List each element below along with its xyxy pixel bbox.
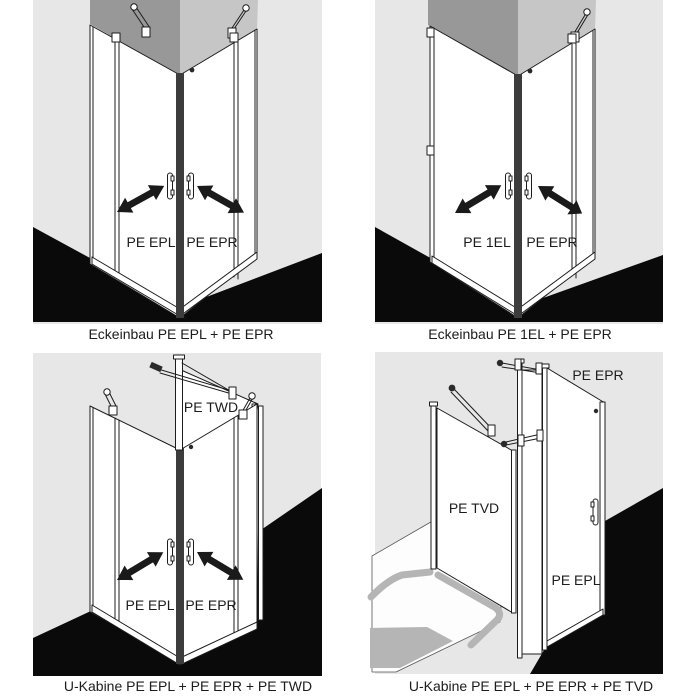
stabilizer-mid — [500, 429, 544, 448]
panel-gap-fill — [521, 369, 543, 655]
label-left-door: PE 1EL — [463, 234, 511, 250]
corner-wall-right-face — [518, 0, 596, 76]
door-handle-left — [505, 172, 513, 200]
corner-wall-left-face — [428, 0, 518, 76]
caption: Eckeinbau PE EPL + PE EPR — [88, 326, 273, 342]
rear-corner-post-cap — [173, 354, 185, 360]
label-top-panel: PE EPR — [572, 367, 623, 383]
label-right-door: PE EPR — [186, 234, 237, 250]
stabilizer-bars — [149, 361, 237, 400]
swing-arrow-left — [117, 185, 165, 213]
corner-bracket-knob — [527, 68, 533, 74]
swing-arrow-right — [538, 186, 583, 215]
corner-bracket-knob — [189, 67, 195, 73]
front-corner-post-a — [517, 361, 523, 659]
wall-hinge-mid — [426, 145, 435, 156]
floor-shadow — [33, 227, 322, 322]
label-rear-panel: PE TWD — [184, 399, 238, 415]
label-left-door: PE EPL — [125, 597, 174, 613]
wall-hinge-top — [426, 27, 435, 38]
corner-bracket-knob — [188, 444, 194, 450]
door-handle — [590, 498, 599, 526]
support-strut-left — [130, 3, 151, 38]
diagram-ukabine-tvd: PE EPR PE TVD PE EPL U-Kabine PE EPL + P… — [367, 352, 663, 694]
center-meeting-profile — [176, 448, 184, 664]
tvd-post-right — [511, 449, 517, 614]
tvd-post-left-cap — [429, 401, 438, 407]
door-handle-right — [524, 172, 532, 200]
label-door: PE EPL — [551, 572, 600, 588]
panel-eckeinbau-epl-epr: PE EPL PE EPR Eckeinbau PE EPL + PE EPR — [0, 0, 350, 350]
floor-shadow — [375, 227, 663, 322]
diagram-eckeinbau-epl-epr: PE EPL PE EPR Eckeinbau PE EPL + PE EPR — [33, 0, 322, 342]
label-right-door: PE EPR — [526, 234, 577, 250]
caption: U-Kabine PE EPL + PE EPR + PE TVD — [409, 678, 653, 694]
floor-shadow — [530, 488, 663, 674]
door-pivot-left — [111, 32, 121, 43]
door-pivot-right — [567, 33, 577, 44]
corner-wall-left-face — [90, 0, 180, 75]
center-meeting-profile — [514, 74, 522, 318]
support-strut-right — [238, 392, 256, 420]
panel-ukabine-epl-epr-tvd: PE EPR PE TVD PE EPL U-Kabine PE EPL + P… — [350, 350, 700, 700]
stabilizer-diagonal — [448, 384, 496, 437]
door-handle-right — [186, 172, 194, 200]
glass-door-right — [179, 403, 258, 662]
front-corner-post-b — [542, 366, 548, 651]
diagram-eckeinbau-1el-epr: PE 1EL PE EPR Eckeinbau PE 1EL + PE EPR — [375, 0, 663, 342]
swing-arrow-right — [197, 185, 244, 214]
rear-corner-post — [175, 357, 183, 451]
door-handle-left — [167, 538, 175, 566]
label-right-door: PE EPR — [185, 597, 236, 613]
twd-edge-profile-b — [258, 405, 264, 621]
door-handle-left — [167, 172, 175, 200]
label-side-panel: PE TVD — [449, 500, 499, 516]
door-handle-right — [186, 538, 194, 566]
bottom-rail — [546, 608, 604, 648]
tvd-post-left — [430, 404, 437, 570]
caption: Eckeinbau PE 1EL + PE EPR — [428, 326, 612, 342]
hinge-knob — [593, 408, 599, 414]
panel-ukabine-epl-epr-twd: PE TWD PE EPL PE EPR U-Kabine PE EPL + P… — [0, 350, 350, 700]
panel-eckeinbau-1el-epr: PE 1EL PE EPR Eckeinbau PE 1EL + PE EPR — [350, 0, 700, 350]
caption: U-Kabine PE EPL + PE EPR + PE TWD — [64, 678, 312, 694]
epl-post-right — [599, 401, 606, 616]
swing-arrow-right — [197, 551, 244, 580]
stabilizer-top — [496, 358, 543, 375]
center-meeting-profile — [176, 73, 184, 318]
door-pivot-right — [229, 32, 239, 43]
swing-arrow-left — [455, 185, 502, 214]
diagram-ukabine-twd: PE TWD PE EPL PE EPR U-Kabine PE EPL + P… — [33, 353, 322, 694]
label-left-door: PE EPL — [126, 234, 175, 250]
support-strut-left — [103, 388, 118, 416]
swing-arrow-left — [117, 552, 164, 581]
